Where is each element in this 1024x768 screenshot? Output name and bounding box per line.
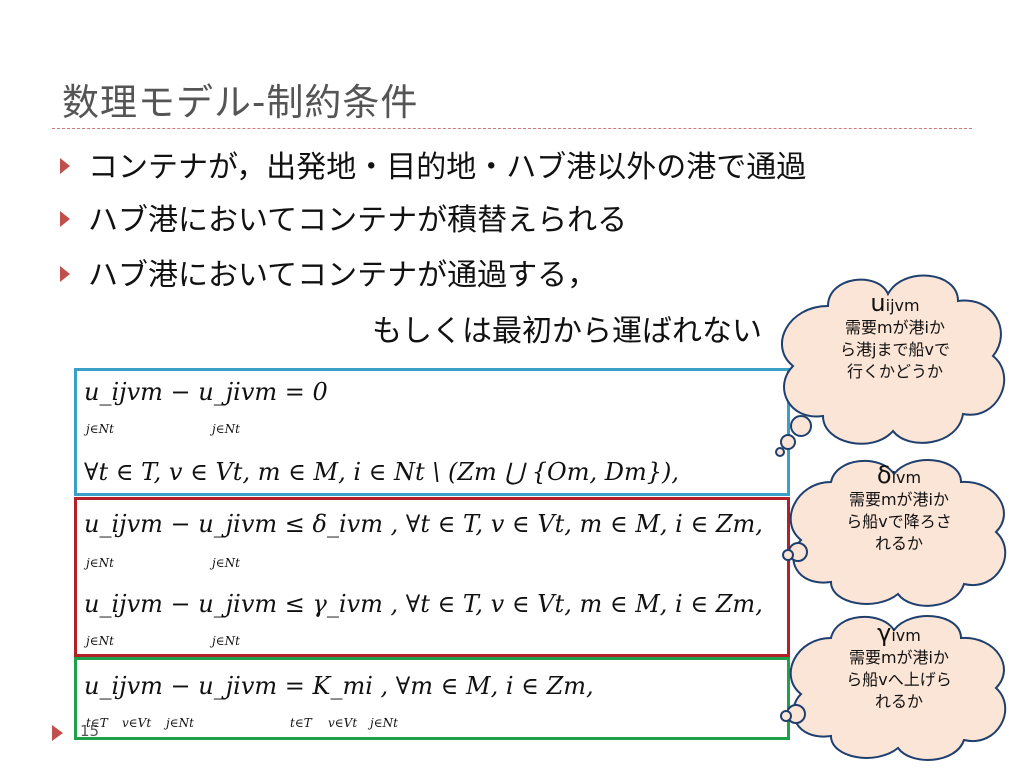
bullet-3-text: ハブ港においてコンテナが通過する，	[88, 258, 598, 293]
constraint-box-red	[74, 497, 790, 657]
cloud-u-line: ら港jまで船vで	[840, 340, 950, 359]
sum-index: t∈T	[86, 716, 108, 730]
cloud-gamma-line: ら船vへ上げら	[846, 670, 952, 689]
cloud-delta-line: れるか	[874, 534, 923, 553]
page-arrow-icon	[52, 725, 63, 741]
cloud-u-text: uijvm 需要mが港iか ら港jまで船vで 行くかどうか	[805, 289, 985, 383]
bullet-1: コンテナが，出発地・目的地・ハブ港以外の港で通過	[60, 142, 806, 186]
cloud-gamma-subscript: ivm	[891, 626, 921, 645]
sum-index: j∈Nt	[166, 716, 194, 730]
constraint-box-green	[74, 657, 790, 740]
cloud-delta-symbol: δ	[876, 461, 892, 489]
equation-blue-1: u_ijvm − u_jivm = 0	[84, 378, 328, 406]
equation-blue-2: ∀t ∈ T, v ∈ Vt, m ∈ M, i ∈ Nt \ (Zm ⋃ {O…	[84, 458, 679, 486]
cloud-gamma-line: れるか	[874, 692, 923, 711]
bullet-arrow-icon	[60, 265, 70, 282]
bullet-3: ハブ港においてコンテナが通過する，	[60, 250, 597, 294]
bullet-arrow-icon	[60, 157, 70, 174]
slide-title: 数理モデル-制約条件	[62, 81, 419, 124]
cloud-gamma-text: γivm 需要mが港iか ら船vへ上げら れるか	[810, 619, 988, 713]
page-number: 15	[80, 722, 100, 740]
thought-cloud-gamma	[780, 615, 1007, 761]
thought-cloud-u	[775, 274, 1006, 457]
cloud-gamma-symbol: γ	[877, 619, 892, 647]
sum-index: t∈T	[290, 716, 312, 730]
cloud-u-symbol: u	[870, 289, 886, 317]
equation-green: u_ijvm − u_jivm = K_mi , ∀m ∈ M, i ∈ Zm,	[84, 672, 594, 700]
cloud-u-line: 行くかどうか	[846, 362, 943, 381]
sum-index: j∈Nt	[212, 422, 240, 436]
bullet-3-continuation: もしくは最初から運ばれない	[372, 314, 762, 349]
equation-red-2: u_ijvm − u_jivm ≤ γ_ivm , ∀t ∈ T, v ∈ Vt…	[84, 590, 763, 618]
sum-index: v∈Vt	[122, 716, 152, 730]
cloud-delta-text: δivm 需要mが港iか ら船vで降ろさ れるか	[810, 461, 988, 555]
bullet-2-text: ハブ港においてコンテナが積替えられる	[88, 203, 628, 238]
bullet-2: ハブ港においてコンテナが積替えられる	[60, 195, 627, 239]
sum-index: j∈Nt	[370, 716, 398, 730]
cloud-gamma-line: 需要mが港iか	[848, 648, 950, 667]
sum-index: v∈Vt	[328, 716, 358, 730]
sum-index: j∈Nt	[86, 556, 114, 570]
sum-index: j∈Nt	[212, 634, 240, 648]
sum-index: j∈Nt	[86, 634, 114, 648]
cloud-delta-line: 需要mが港iか	[848, 490, 950, 509]
cloud-u-line: 需要mが港iか	[844, 318, 946, 337]
cloud-u-subscript: ijvm	[885, 296, 920, 315]
cloud-delta-line: ら船vで降ろさ	[846, 512, 952, 531]
bullet-arrow-icon	[60, 210, 70, 227]
thought-cloud-delta	[782, 459, 1007, 607]
sum-index: j∈Nt	[212, 556, 240, 570]
cloud-delta-subscript: ivm	[891, 468, 922, 487]
sum-index: j∈Nt	[86, 422, 114, 436]
bullet-1-text: コンテナが，出発地・目的地・ハブ港以外の港で通過	[88, 150, 807, 185]
title-divider	[52, 128, 972, 129]
constraint-box-blue	[74, 368, 790, 496]
equation-red-1: u_ijvm − u_jivm ≤ δ_ivm , ∀t ∈ T, v ∈ Vt…	[84, 510, 763, 538]
